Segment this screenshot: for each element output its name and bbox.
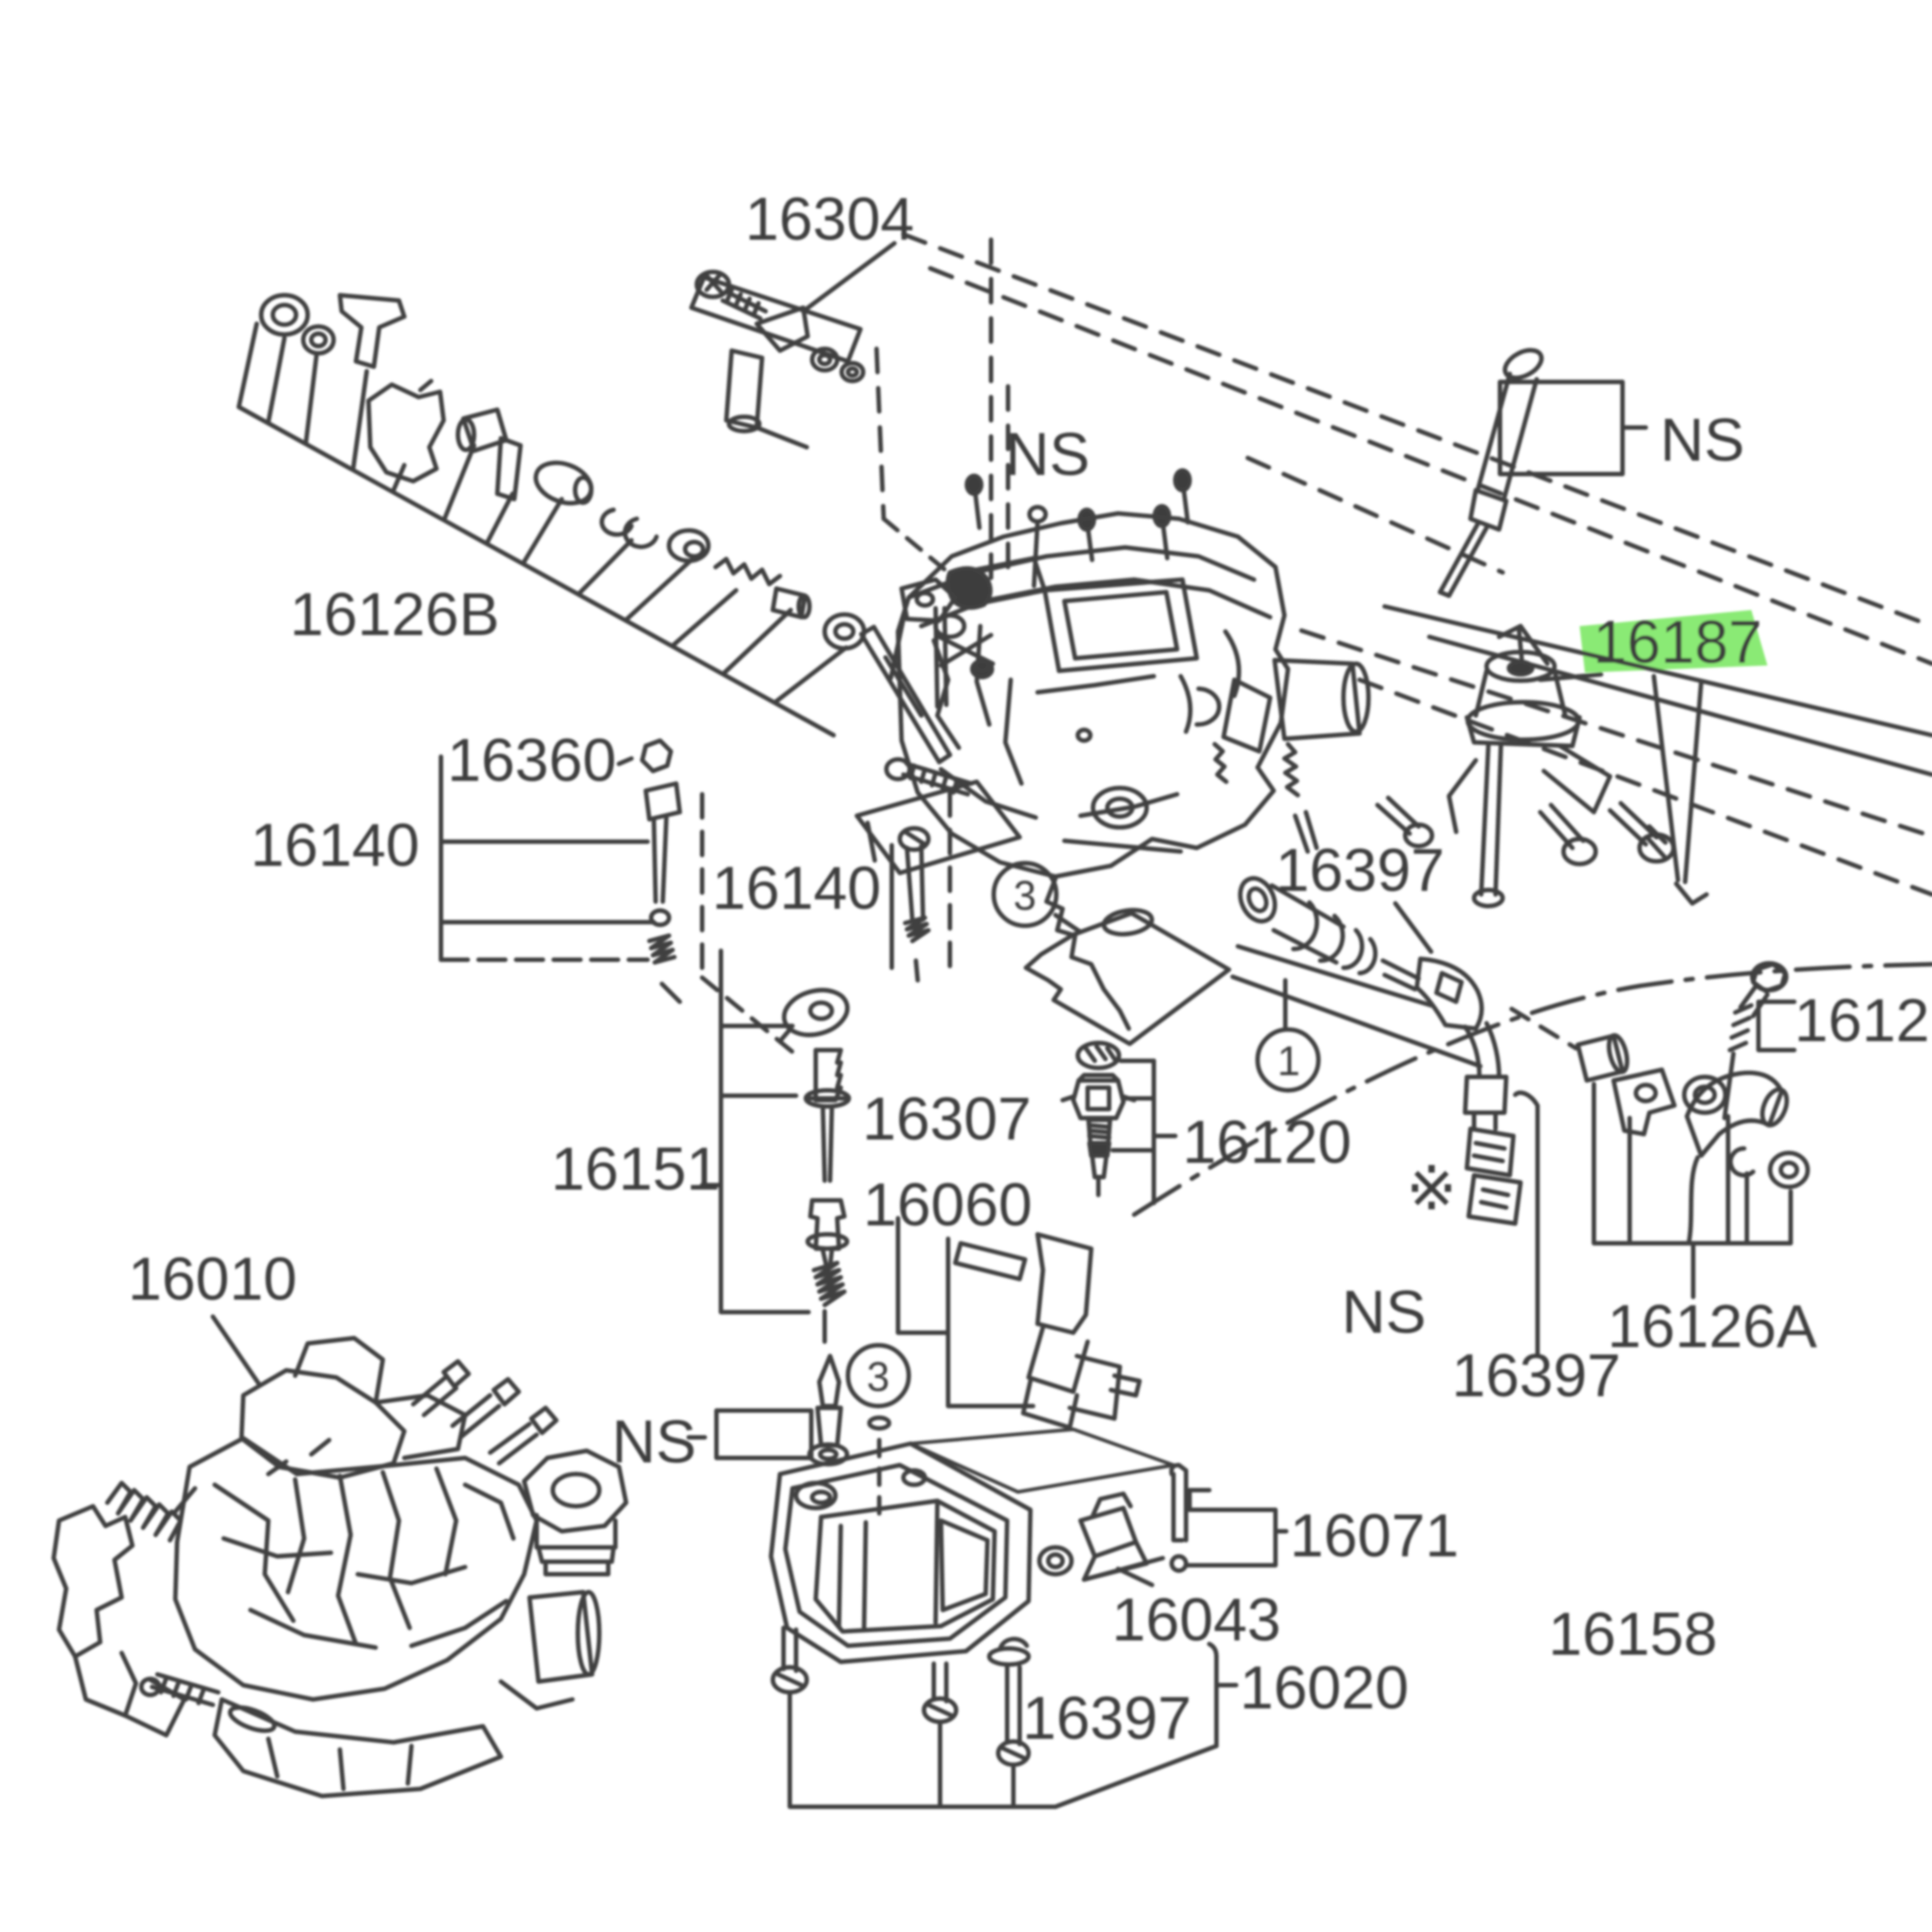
svg-text:16397: 16397 bbox=[1275, 836, 1445, 904]
svg-text:16010: 16010 bbox=[128, 1245, 297, 1313]
svg-text:3: 3 bbox=[867, 1353, 890, 1400]
svg-text:NS: NS bbox=[1660, 406, 1744, 474]
svg-text:16397: 16397 bbox=[1022, 1684, 1191, 1752]
svg-text:16060: 16060 bbox=[863, 1171, 1032, 1239]
svg-text:16121: 16121 bbox=[1794, 987, 1932, 1055]
svg-text:16360: 16360 bbox=[447, 726, 616, 794]
svg-text:1: 1 bbox=[1277, 1038, 1301, 1084]
svg-text:NS: NS bbox=[1005, 420, 1089, 488]
svg-text:16126B: 16126B bbox=[290, 580, 499, 648]
svg-text:16187: 16187 bbox=[1593, 608, 1762, 676]
svg-text:16307: 16307 bbox=[862, 1085, 1031, 1153]
svg-text:16126A: 16126A bbox=[1607, 1292, 1818, 1360]
svg-text:NS: NS bbox=[1342, 1278, 1426, 1346]
svg-text:16158: 16158 bbox=[1548, 1600, 1717, 1668]
svg-text:16151: 16151 bbox=[551, 1135, 720, 1203]
svg-text:16304: 16304 bbox=[745, 185, 914, 253]
svg-text:16120: 16120 bbox=[1182, 1108, 1352, 1176]
svg-text:3: 3 bbox=[1013, 872, 1037, 919]
svg-text:16071: 16071 bbox=[1290, 1502, 1459, 1570]
svg-text:16140: 16140 bbox=[712, 854, 881, 922]
svg-text:NS: NS bbox=[612, 1408, 696, 1476]
svg-text:16140: 16140 bbox=[250, 811, 419, 879]
svg-text:16397: 16397 bbox=[1452, 1342, 1621, 1410]
svg-text:※: ※ bbox=[1406, 1155, 1457, 1223]
svg-text:16020: 16020 bbox=[1240, 1654, 1409, 1722]
svg-text:16043: 16043 bbox=[1112, 1586, 1281, 1654]
